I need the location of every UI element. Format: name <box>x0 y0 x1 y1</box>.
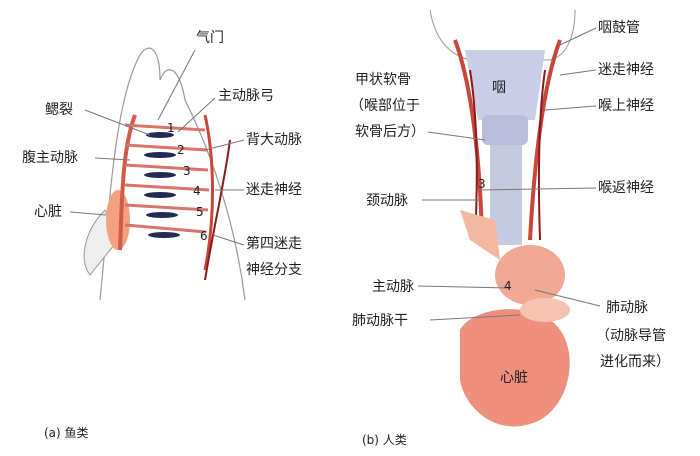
label-spiracle: 气门 <box>196 30 224 46</box>
arch-number: 6 <box>200 229 208 243</box>
label-pulmonary-artery: 进化而来） <box>600 354 670 370</box>
arch-number: 3 <box>478 177 486 191</box>
arch-number: 2 <box>177 143 185 157</box>
label-pharynx: 咽 <box>492 80 506 96</box>
fish-illustration <box>69 47 246 301</box>
label-carotid: 颈动脉 <box>366 193 408 209</box>
label-ventral-aorta: 腹主动脉 <box>22 150 78 166</box>
label-heart: 心脏 <box>34 204 62 220</box>
label-dorsal-aorta: 背大动脉 <box>246 132 302 148</box>
caption-human: (b) 人类 <box>362 433 407 447</box>
arch-number: 1 <box>167 121 175 135</box>
label-aorta: 主动脉 <box>372 279 414 295</box>
human-illustration <box>417 9 601 427</box>
arch-number: 3 <box>183 164 191 178</box>
label-vagus-nerve: 迷走神经 <box>598 62 654 78</box>
arch-number: 5 <box>196 205 204 219</box>
arch-number: 4 <box>193 184 201 198</box>
label-thyroid: （喉部位于 <box>350 98 420 114</box>
label-vagus-nerve: 迷走神经 <box>246 182 302 198</box>
caption-fish: (a) 鱼类 <box>44 426 89 440</box>
label-thyroid: 软骨后方） <box>355 124 425 140</box>
label-gill-slit: 鳃裂 <box>45 102 73 118</box>
label-branch: 第四迷走 <box>246 236 302 252</box>
label-heart: 心脏 <box>500 370 528 386</box>
label-pulmonary-artery: 肺动脉 <box>606 300 648 316</box>
label-thyroid: 甲状软骨 <box>355 72 411 88</box>
label-pulmonary-trunk: 肺动脉干 <box>352 313 408 329</box>
label-eustachian-tube: 咽鼓管 <box>598 20 640 36</box>
label-recurrent-laryngeal: 喉返神经 <box>598 180 654 196</box>
label-aortic-arch: 主动脉弓 <box>218 88 274 104</box>
label-branch: 神经分支 <box>246 262 302 278</box>
label-pulmonary-artery: （动脉导管 <box>596 328 666 344</box>
label-superior-laryngeal: 喉上神经 <box>598 98 654 114</box>
arch-number: 4 <box>504 279 512 293</box>
